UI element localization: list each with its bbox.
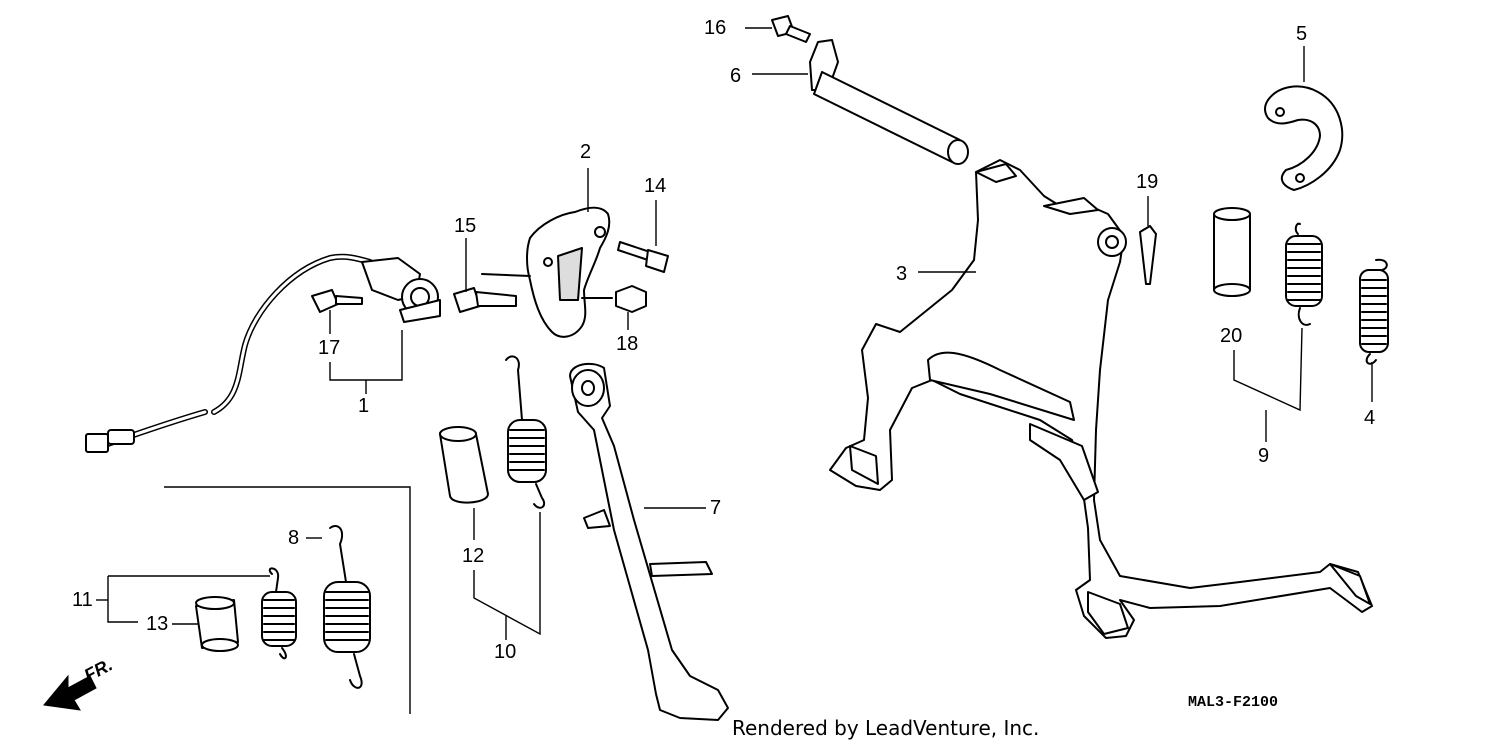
callout-4: 4: [1364, 407, 1376, 429]
bolt-16: [771, 15, 811, 43]
callout-16: 16: [704, 17, 727, 39]
drawing-code: MAL3-F2100: [1188, 694, 1279, 711]
nut-18: [581, 285, 647, 313]
callout-7: 7: [710, 497, 722, 519]
callout-15: 15: [454, 215, 477, 237]
pivot-pipe: [809, 39, 969, 165]
callout-2: 2: [580, 141, 592, 163]
callout-12: 12: [462, 545, 485, 567]
callout-8: 8: [288, 527, 300, 549]
cotter-pin-19: [1139, 225, 1157, 285]
spring-9: [1285, 222, 1323, 326]
spring-11: [261, 567, 297, 660]
callout-9: 9: [1258, 445, 1270, 467]
spring-8: [323, 525, 371, 689]
callout-6: 6: [730, 65, 742, 87]
callout-10: 10: [494, 641, 517, 663]
collar-20: [1213, 207, 1251, 297]
bolt-15: [453, 273, 531, 313]
callout-18: 18: [616, 333, 639, 355]
front-arrow: [43, 674, 97, 711]
side-stand: [569, 362, 729, 721]
bolt-14: [617, 241, 669, 273]
spring-10: [505, 355, 547, 509]
leader-lines: [96, 27, 1373, 640]
callout-20: 20: [1220, 325, 1243, 347]
side-stand-switch-assembly: [85, 253, 441, 453]
collar-13: [195, 596, 239, 652]
main-stand: [829, 159, 1373, 639]
credit-text: Rendered by LeadVenture, Inc.: [732, 716, 1040, 740]
callout-5: 5: [1296, 23, 1308, 45]
inset-frame: [164, 486, 411, 714]
callout-3: 3: [896, 263, 908, 285]
callout-19: 19: [1136, 171, 1159, 193]
collar-12: [439, 426, 489, 504]
callout-11: 11: [72, 589, 93, 611]
switch-bracket: [526, 206, 611, 338]
bolt-17: [311, 289, 363, 313]
callout-14: 14: [644, 175, 667, 197]
spring-4: [1359, 258, 1389, 365]
callout-17: 17: [318, 337, 341, 359]
callout-13: 13: [146, 613, 169, 635]
callout-1: 1: [358, 395, 370, 417]
stopper-plate: [1264, 85, 1344, 191]
